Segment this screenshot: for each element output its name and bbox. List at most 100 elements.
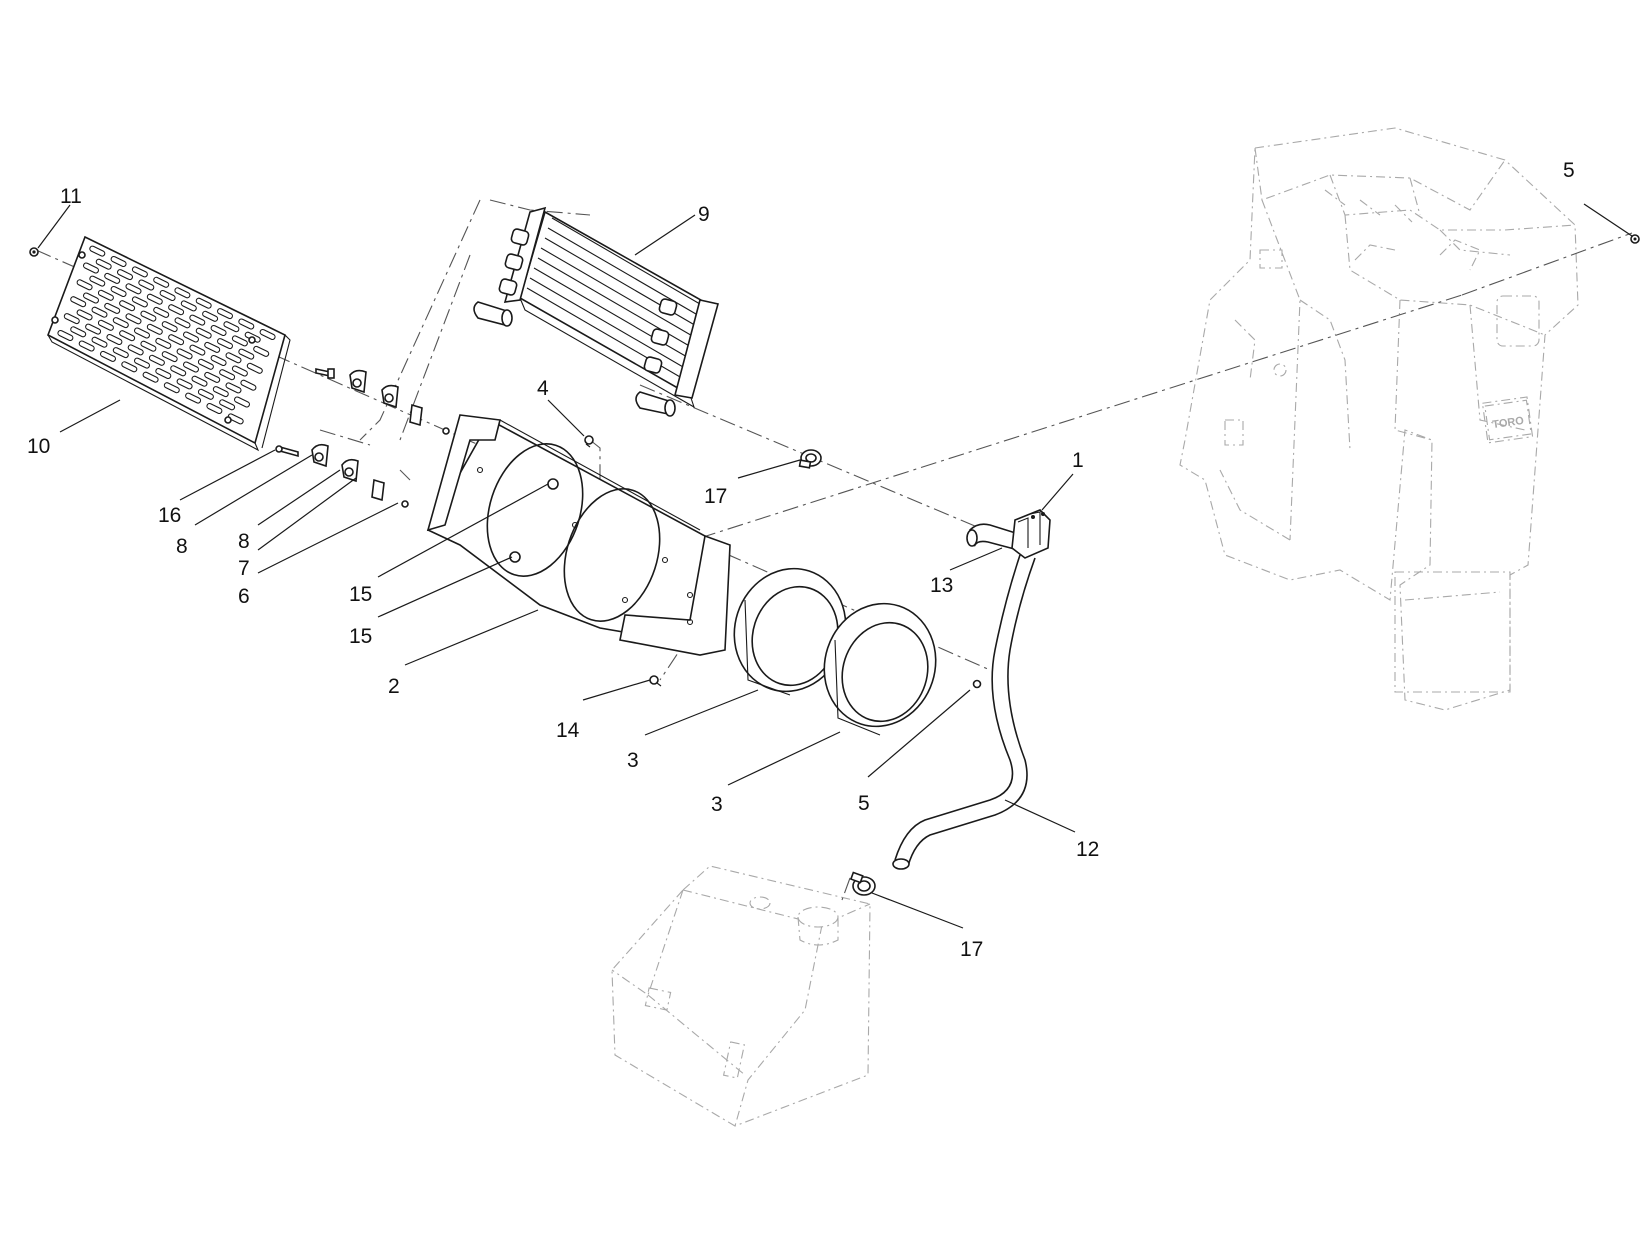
guard-slot — [125, 283, 142, 295]
nut-part-5-upper — [1630, 234, 1640, 244]
callout-8-upper: 8 — [176, 535, 188, 558]
nut-part-5-lower — [972, 679, 982, 689]
leader-lines — [37, 203, 1633, 929]
callout-8-lower: 8 — [238, 530, 250, 553]
guard-slot — [104, 272, 121, 284]
callout-1: 1 — [1072, 449, 1084, 472]
guard-slot — [106, 333, 123, 346]
assembly-center-lines — [35, 199, 1633, 901]
callout-5-lower: 5 — [858, 792, 870, 815]
guard-slot — [170, 365, 187, 377]
oil-cooler-part — [473, 206, 719, 417]
frame-logo-text: TORO — [1492, 415, 1525, 431]
guard-slot — [82, 262, 100, 274]
guard-slot — [182, 331, 200, 343]
guard-slot — [142, 371, 159, 383]
guard-slot — [133, 357, 151, 369]
guard-slot — [91, 306, 108, 318]
guard-slot — [82, 292, 100, 304]
guard-slot — [204, 341, 221, 353]
callout-4: 4 — [537, 377, 549, 400]
guard-slot — [227, 413, 244, 425]
guard-slot — [253, 345, 270, 357]
fan-shroud-part — [426, 414, 731, 656]
guard-slot — [223, 321, 240, 333]
callout-17-upper: 17 — [704, 485, 727, 508]
callout-16: 16 — [158, 504, 181, 527]
hose-part-12 — [892, 554, 1036, 870]
callout-13: 13 — [930, 574, 953, 597]
guard-slot — [238, 348, 255, 360]
guard-slot — [121, 361, 138, 373]
guard-slot — [112, 317, 129, 329]
guard-slot — [95, 258, 112, 270]
guard-slot — [146, 293, 163, 305]
guard-slot — [206, 402, 223, 415]
screw-part-11 — [29, 247, 39, 257]
guard-slot — [131, 266, 148, 278]
guard-slot — [259, 328, 276, 341]
guard-slot — [195, 297, 212, 309]
guard-slot — [219, 369, 236, 381]
guard-slot — [57, 329, 74, 342]
callout-9: 9 — [698, 203, 710, 226]
guard-slot — [246, 362, 263, 374]
guard-slot — [219, 399, 236, 411]
guard-slot — [97, 289, 114, 301]
guard-slot — [161, 321, 178, 333]
callout-11: 11 — [60, 185, 82, 208]
guard-slot — [110, 285, 127, 298]
hose-clamp-part-upper — [798, 449, 822, 469]
guard-slot — [176, 378, 193, 390]
callout-6: 6 — [238, 585, 250, 608]
guard-slot — [197, 388, 214, 400]
callout-15-upper: 15 — [349, 583, 372, 606]
screw-part-14 — [649, 675, 662, 687]
guard-slot — [70, 326, 87, 338]
guard-slot — [233, 396, 251, 408]
guard-slot — [153, 276, 170, 288]
guard-slot — [116, 269, 134, 281]
callout-12: 12 — [1076, 838, 1099, 861]
guard-slot — [91, 336, 108, 348]
guard-slot — [138, 279, 155, 291]
guard-slot — [153, 306, 170, 318]
guard-slot — [76, 279, 93, 291]
guard-slot — [161, 351, 178, 363]
callout-15-lower: 15 — [349, 625, 372, 648]
guard-slot — [195, 327, 212, 339]
callout-5-upper: 5 — [1563, 159, 1575, 182]
guard-slot — [174, 287, 191, 299]
guard-slot — [76, 309, 93, 321]
hydraulic-tank-phantom — [611, 865, 871, 1127]
guard-slot — [182, 361, 200, 373]
guard-slot — [197, 358, 214, 370]
guard-slot — [210, 354, 227, 367]
callout-3-rear: 3 — [711, 793, 723, 816]
guard-slot — [104, 302, 121, 314]
guard-slot — [176, 348, 193, 360]
callout-labels: 11 10 9 4 16 8 8 7 6 15 15 2 14 3 3 17 1… — [27, 159, 1575, 961]
guard-slot — [70, 296, 87, 308]
guard-slot — [216, 338, 234, 350]
guard-slot — [163, 382, 180, 394]
guard-slot — [133, 327, 151, 339]
guard-slot — [202, 310, 219, 322]
fan-ring-part-rear — [823, 602, 937, 736]
guard-slot — [85, 323, 102, 335]
guard-slot — [225, 382, 242, 394]
guard-slot — [191, 375, 208, 387]
guard-slot — [131, 296, 148, 308]
callout-10: 10 — [27, 435, 50, 458]
guard-slot — [140, 340, 157, 352]
guard-slot — [216, 308, 234, 320]
guard-slot — [212, 386, 229, 398]
guard-slot — [240, 379, 257, 391]
guard-slot — [89, 275, 106, 287]
guard-slot — [231, 335, 248, 347]
guard-slot — [204, 371, 221, 383]
callout-2: 2 — [388, 675, 400, 698]
guard-slot — [97, 319, 114, 331]
guard-slot — [125, 313, 142, 325]
